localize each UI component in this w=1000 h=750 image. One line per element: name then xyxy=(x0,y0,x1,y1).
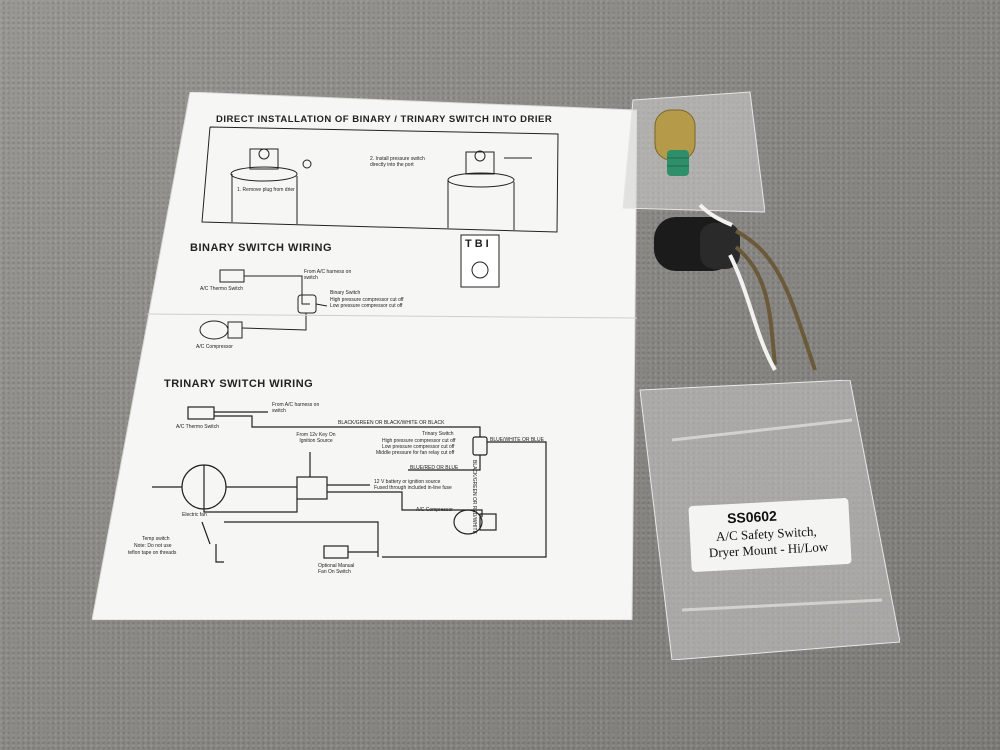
binary-switch-label: Binary Switch xyxy=(330,290,361,296)
instruction-sheet: DIRECT INSTALLATION OF BINARY / TRINARY … xyxy=(92,92,637,620)
product-bag: SS0602 A/C Safety Switch, Dryer Mount - … xyxy=(632,380,900,660)
wiring-pigtail xyxy=(654,203,817,371)
trinary-desc-3: Middle pressure for fan relay cut off xyxy=(376,450,455,456)
optional-switch-2: Fan On Switch xyxy=(318,569,351,575)
product-label: SS0602 A/C Safety Switch, Dryer Mount - … xyxy=(688,497,852,573)
sheet-title: DIRECT INSTALLATION OF BINARY / TRINARY … xyxy=(216,114,553,125)
binary-desc-2: Low pressure compressor cut off xyxy=(330,303,403,309)
trinary-desc-1: High pressure compressor cut off xyxy=(382,438,456,444)
optional-switch-1: Optional Manual xyxy=(318,563,355,569)
binary-compressor-label: A/C Compressor xyxy=(196,344,233,350)
wire-right-label: BLUE/WHITE OR BLUE xyxy=(490,437,544,443)
pressure-switch-bag xyxy=(622,91,765,213)
from-12v-label: From 12v Key On Ignition Source xyxy=(296,432,336,444)
binary-thermo-label: A/C Thermo Switch xyxy=(200,286,243,292)
binary-desc-1: High pressure compressor cut off xyxy=(330,297,404,303)
wire-top-label: BLACK/GREEN OR BLACK/WHITE OR BLACK xyxy=(338,420,445,426)
tbi-logo: TBI xyxy=(465,238,492,250)
electric-fan-label: Electric fan xyxy=(182,512,207,518)
trinary-harness-label: From A/C harness on switch xyxy=(272,402,320,414)
trinary-section-title: TRINARY SWITCH WIRING xyxy=(164,378,314,390)
wire-blue-red-label: BLUE/RED OR BLUE xyxy=(410,465,459,471)
temp-switch-2: Note: Do not use xyxy=(134,543,172,549)
wiring-diagram xyxy=(92,92,637,620)
temp-switch-1: Temp switch xyxy=(142,536,170,542)
trinary-switch-label: Trinary Switch xyxy=(422,431,454,437)
wire-vertical-label: BLACK/GREEN OR RED/WHITE xyxy=(471,460,477,534)
trinary-compressor-label: A/C Compressor xyxy=(416,507,453,513)
part-number: SS0602 xyxy=(726,507,778,527)
binary-harness-label: From A/C harness on switch xyxy=(304,269,352,281)
step-2-label: 2. Install pressure switch directly into… xyxy=(370,156,425,168)
battery-source-2: Fused through included in-line fuse xyxy=(374,485,452,491)
temp-switch-3: teflon tape on threads xyxy=(128,550,177,556)
step-1-label: 1. Remove plug from drier xyxy=(237,187,295,193)
trinary-thermo-label: A/C Thermo Switch xyxy=(176,424,219,430)
battery-source-1: 12 V battery or ignition source xyxy=(374,479,441,485)
trinary-desc-2: Low pressure compressor cut off xyxy=(382,444,455,450)
binary-section-title: BINARY SWITCH WIRING xyxy=(190,242,332,254)
